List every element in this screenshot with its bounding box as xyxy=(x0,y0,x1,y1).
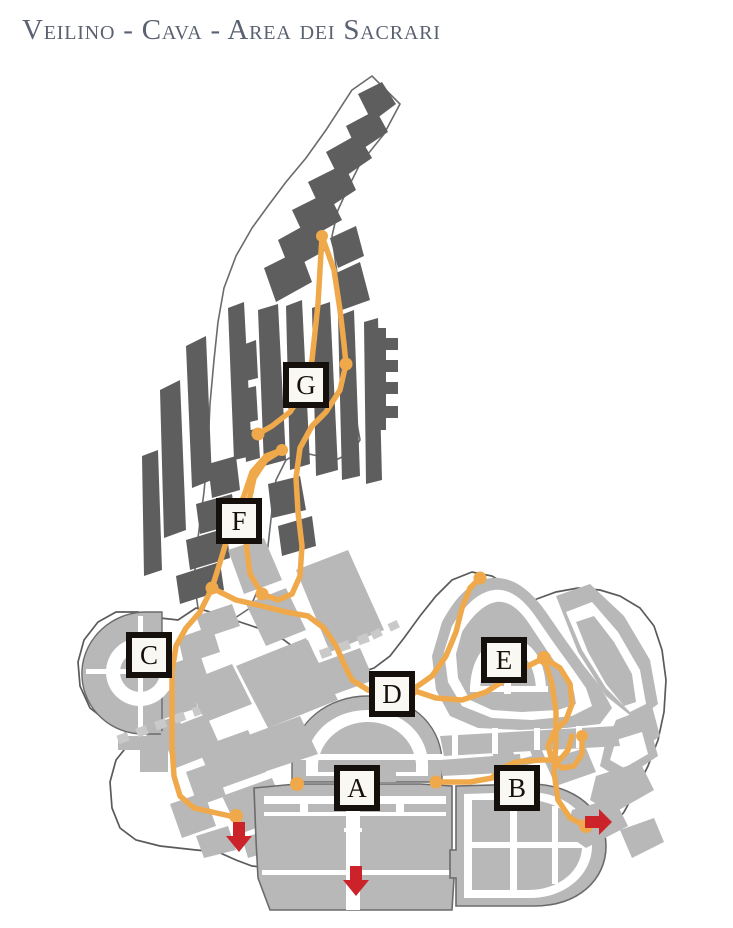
marker-a-label: A xyxy=(347,772,367,803)
marker-g[interactable]: G xyxy=(283,362,329,408)
route-nodes xyxy=(205,230,593,833)
central-parcels xyxy=(160,638,338,772)
access-arrows xyxy=(226,809,612,896)
marker-f[interactable]: F xyxy=(216,498,262,544)
page-title: Veilino - Cava - Area dei Sacrari xyxy=(22,14,441,46)
marker-g-label: G xyxy=(296,369,316,400)
marker-c-label: C xyxy=(139,639,158,670)
marker-e-label: E xyxy=(495,644,513,675)
central-d-structure xyxy=(291,695,444,783)
marker-c[interactable]: C xyxy=(126,632,172,678)
arrow-south-icon xyxy=(343,866,369,896)
marker-d[interactable]: D xyxy=(369,671,415,717)
marker-e[interactable]: E xyxy=(481,637,527,683)
marker-b-label: B xyxy=(507,772,526,803)
arrow-east-icon xyxy=(585,809,612,835)
marker-f-label: F xyxy=(231,505,247,536)
marker-d-label: D xyxy=(382,678,402,709)
arrow-west-icon xyxy=(226,822,252,852)
marker-b[interactable]: B xyxy=(494,765,540,811)
marker-a[interactable]: A xyxy=(334,765,380,811)
